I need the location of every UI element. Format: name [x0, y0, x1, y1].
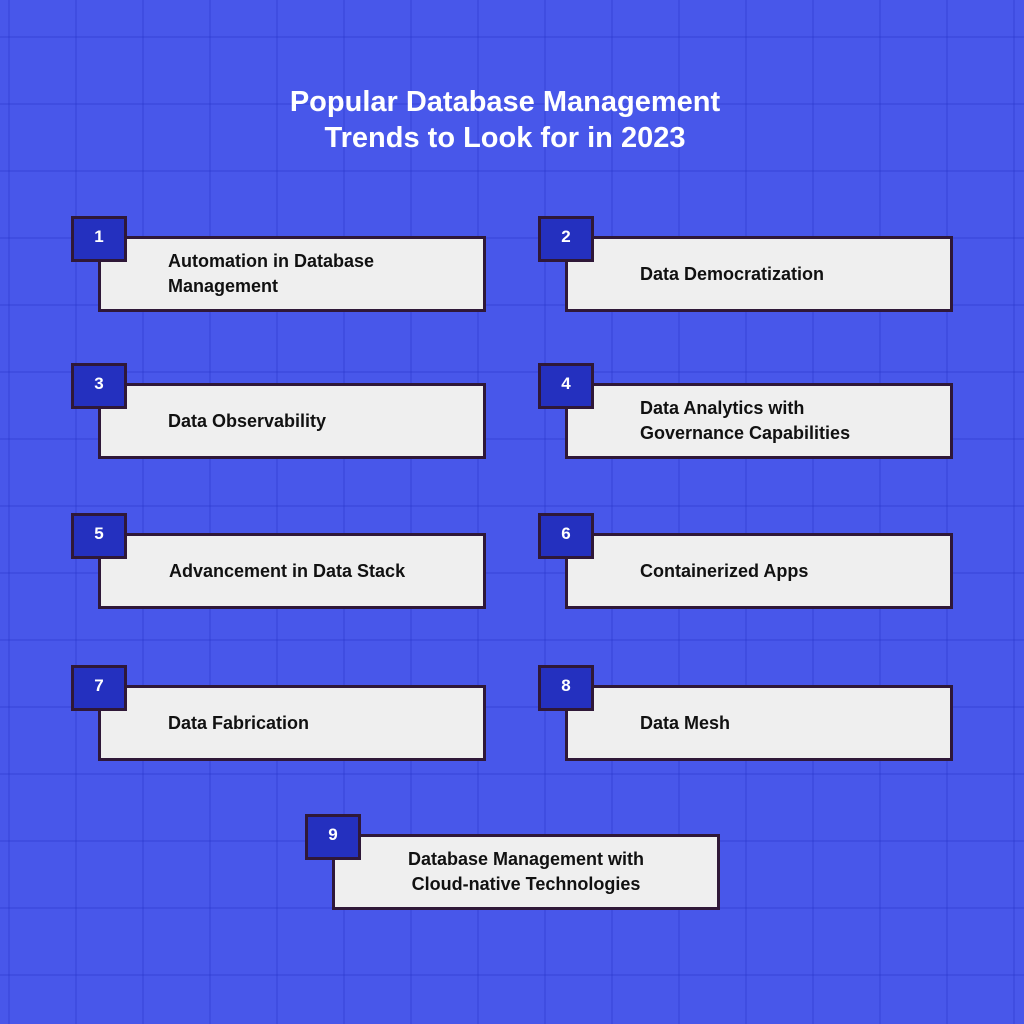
trend-label: Data Fabrication [168, 712, 310, 733]
trend-label: Database Management with Cloud-native Te… [407, 849, 645, 894]
trend-number-badge: 2 [538, 216, 594, 262]
title-line-2: Trends to Look for in 2023 [324, 122, 686, 154]
page-title: Popular Database Management Trends to Lo… [0, 84, 1010, 156]
trend-label-box: Automation in Database Management [98, 236, 486, 312]
trend-label: Data Analytics with Governance Capabilit… [640, 398, 851, 443]
trend-number-badge: 6 [538, 513, 594, 559]
trend-number-badge: 4 [538, 363, 594, 409]
trend-number-badge: 1 [71, 216, 127, 262]
trend-number-badge: 7 [71, 665, 127, 711]
trend-label-box: Advancement in Data Stack [98, 533, 486, 609]
trend-label: Data Democratization [640, 263, 825, 284]
trend-label: Data Observability [168, 410, 327, 431]
trend-label-box: Containerized Apps [565, 533, 953, 609]
trend-label-box: Data Analytics with Governance Capabilit… [565, 383, 953, 459]
trend-number-badge: 3 [71, 363, 127, 409]
trend-label: Data Mesh [640, 712, 731, 733]
trend-label-box: Data Mesh [565, 685, 953, 761]
trend-label-box: Data Observability [98, 383, 486, 459]
trend-label: Automation in Database Management [168, 251, 375, 296]
trend-label: Advancement in Data Stack [169, 560, 406, 581]
trend-number-badge: 5 [71, 513, 127, 559]
trend-number-badge: 9 [305, 814, 361, 860]
trend-label-box: Database Management with Cloud-native Te… [332, 834, 720, 910]
trend-number-badge: 8 [538, 665, 594, 711]
trend-label: Containerized Apps [640, 560, 809, 581]
trend-label-box: Data Democratization [565, 236, 953, 312]
title-line-1: Popular Database Management [289, 86, 721, 118]
trend-label-box: Data Fabrication [98, 685, 486, 761]
